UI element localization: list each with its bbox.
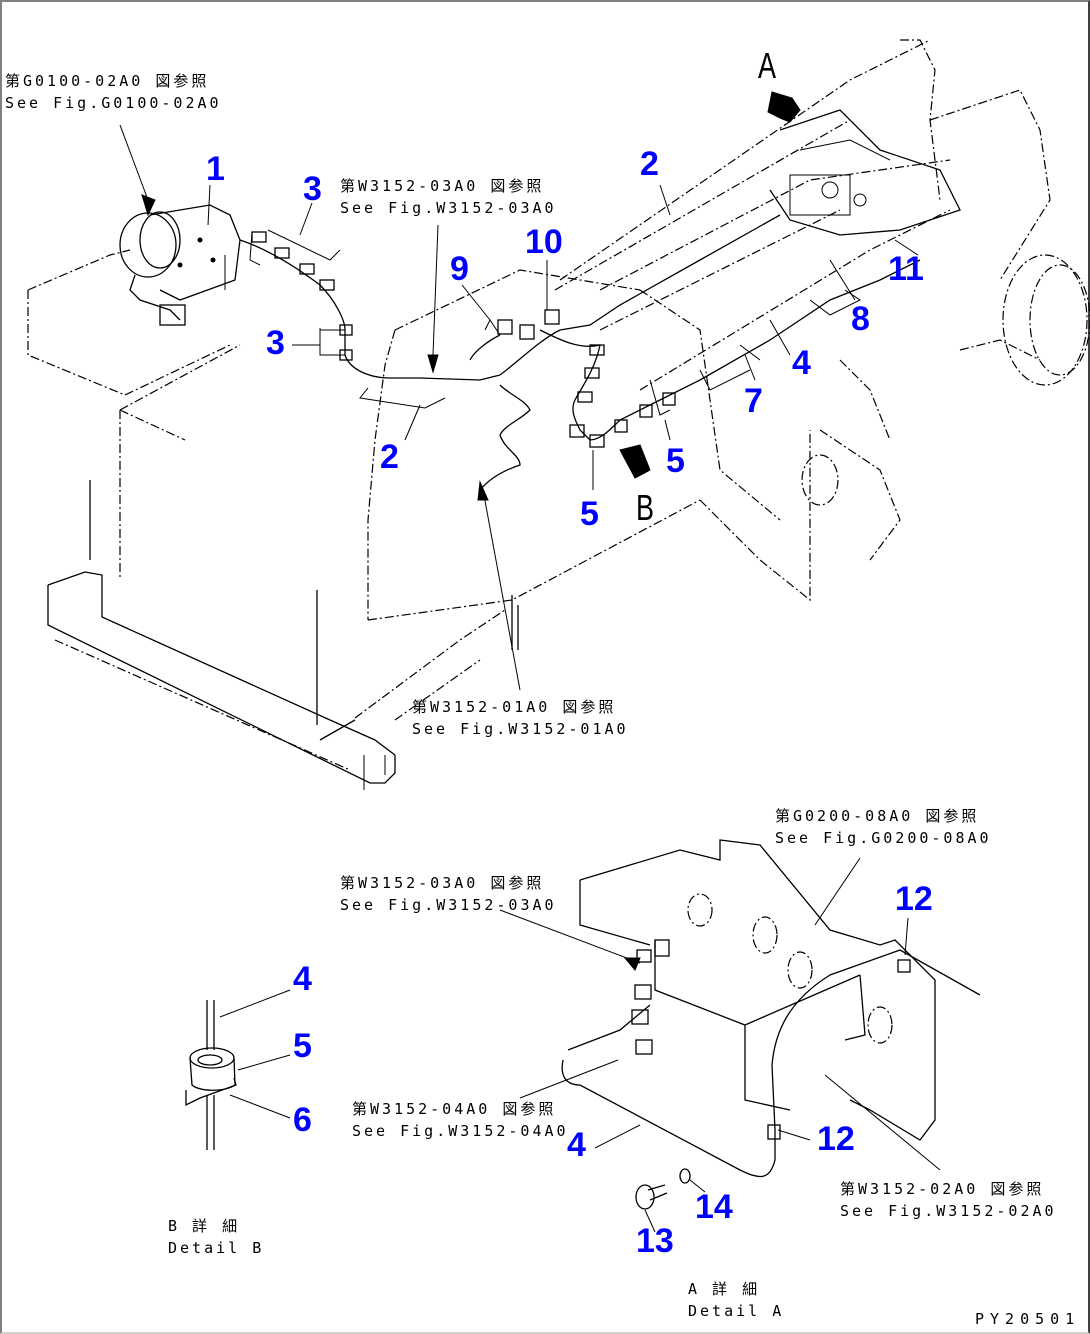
detail-b-drawing	[185, 989, 291, 1150]
reference-w3152-04a0: 第W3152-04A0 図参照 See Fig.W3152-04A0	[352, 1098, 569, 1142]
reference-w3152-03a0-detail: 第W3152-03A0 図参照 See Fig.W3152-03A0	[340, 872, 557, 916]
clips	[251, 231, 676, 448]
callout-2: 2	[640, 145, 659, 183]
air-dryer-component	[119, 204, 241, 326]
reference-jp: 第W3152-02A0 図参照	[840, 1180, 1045, 1198]
reference-jp: 第W3152-04A0 図参照	[352, 1100, 557, 1118]
reference-en: See Fig.W3152-01A0	[412, 720, 629, 738]
callout-5: 5	[293, 1027, 312, 1065]
leader-lines	[119, 124, 919, 691]
reference-en: See Fig.W3152-02A0	[840, 1202, 1057, 1220]
reference-g0200: 第G0200-08A0 図参照 See Fig.G0200-08A0	[775, 805, 992, 849]
left-tank-body	[27, 249, 318, 725]
detail-b-en: Detail B	[168, 1239, 265, 1257]
valve-assembly	[769, 109, 961, 236]
front-beam	[47, 571, 519, 790]
figure-code: PY20501	[975, 1310, 1081, 1328]
reference-en: See Fig.G0200-08A0	[775, 829, 992, 847]
view-marker-a: A	[758, 45, 777, 86]
callout-11: 11	[888, 250, 924, 288]
callout-4: 4	[567, 1126, 586, 1164]
reference-jp: 第W3152-03A0 図参照	[340, 177, 545, 195]
callout-14: 14	[695, 1188, 733, 1226]
view-marker-b: B	[636, 487, 655, 528]
reference-jp: 第G0200-08A0 図参照	[775, 807, 980, 825]
reference-jp: 第W3152-03A0 図参照	[340, 874, 545, 892]
reference-g0100: 第G0100-02A0 図参照 See Fig.G0100-02A0	[5, 70, 222, 114]
reference-en: See Fig.G0100-02A0	[5, 94, 222, 112]
reference-en: See Fig.W3152-03A0	[340, 896, 557, 914]
detail-a-jp: A 詳 細	[688, 1280, 761, 1298]
callout-13: 13	[636, 1222, 674, 1260]
callout-4: 4	[792, 344, 811, 382]
view-a-arrow	[767, 91, 801, 123]
detail-a-en: Detail A	[688, 1302, 785, 1320]
reference-jp: 第W3152-01A0 図参照	[412, 698, 617, 716]
callout-12: 12	[817, 1120, 855, 1158]
callout-10: 10	[525, 223, 563, 261]
callout-3: 3	[266, 324, 285, 362]
callout-5: 5	[666, 442, 685, 480]
callout-8: 8	[851, 300, 870, 338]
reference-w3152-02a0: 第W3152-02A0 図参照 See Fig.W3152-02A0	[840, 1178, 1057, 1222]
detail-a-caption: A 詳 細 Detail A	[688, 1278, 784, 1322]
view-arrows	[619, 91, 801, 479]
callout-2: 2	[380, 438, 399, 476]
callout-9: 9	[450, 250, 469, 288]
callout-12: 12	[895, 880, 933, 918]
air-lines	[239, 214, 921, 491]
reference-w3152-01a0: 第W3152-01A0 図参照 See Fig.W3152-01A0	[412, 696, 629, 740]
callout-7: 7	[744, 382, 763, 420]
brackets	[249, 229, 861, 416]
main-frame	[367, 39, 1090, 621]
callout-1: 1	[206, 150, 225, 188]
reference-en: See Fig.W3152-04A0	[352, 1122, 569, 1140]
reference-w3152-03a0-top: 第W3152-03A0 図参照 See Fig.W3152-03A0	[340, 175, 557, 219]
view-b-arrow	[619, 444, 651, 479]
detail-b-caption: B 詳 細 Detail B	[168, 1215, 264, 1259]
callout-3: 3	[303, 170, 322, 208]
callout-5: 5	[580, 495, 599, 533]
reference-jp: 第G0100-02A0 図参照	[5, 72, 210, 90]
callout-6: 6	[293, 1101, 312, 1139]
callout-4: 4	[293, 960, 312, 998]
detail-a-drawing	[499, 839, 981, 1233]
reference-en: See Fig.W3152-03A0	[340, 199, 557, 217]
detail-b-jp: B 詳 細	[168, 1217, 241, 1235]
